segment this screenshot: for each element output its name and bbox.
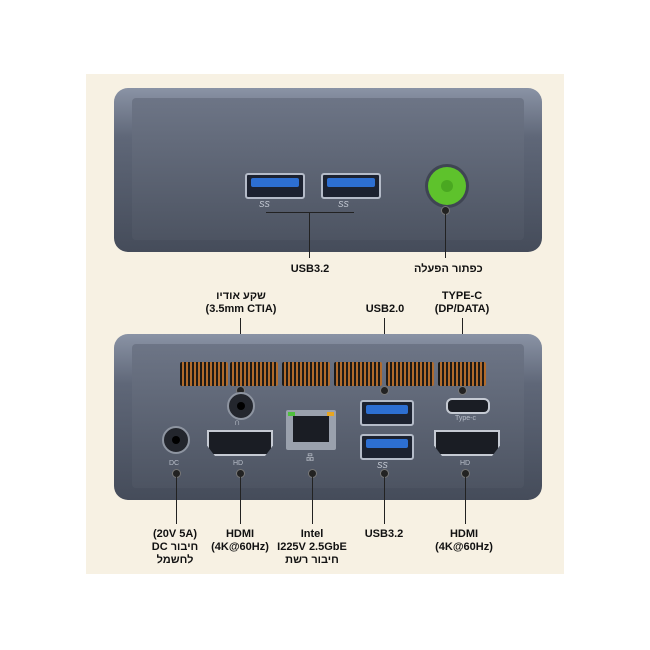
typec-port (446, 398, 490, 414)
power-label: כפתור הפעלה (414, 263, 483, 275)
audio-label: שקע אודיו(3.5mm CTIA) (205, 290, 277, 315)
vent-2 (230, 362, 278, 386)
audio-jack (227, 392, 255, 420)
usb-port-left (245, 173, 305, 199)
dc-leader-line (176, 476, 177, 524)
headphone-icon: ∩ (234, 417, 241, 427)
usb32-leader-line (384, 476, 385, 524)
ss-mark-right: SS (338, 200, 349, 209)
hdmi-port-right (434, 430, 500, 456)
typec-dot (458, 386, 467, 395)
usb-port-right (321, 173, 381, 199)
usb20-dot (380, 386, 389, 395)
dc-mark: DC (169, 460, 180, 467)
hdmi-port-left (207, 430, 273, 456)
ethernet-leader-line (312, 476, 313, 524)
vent-4 (334, 362, 382, 386)
typec-mark: Type-c (455, 415, 477, 422)
usb32-port-upper (360, 400, 414, 426)
usb20-label: USB2.0 (365, 303, 405, 315)
hdmi-right-label: HDMI(4K@60Hz) (435, 528, 493, 553)
network-icon: 品 (306, 453, 314, 462)
vent-3 (282, 362, 330, 386)
ss-mark-left: SS (259, 200, 270, 209)
usb32-top-label: USB3.2 (290, 263, 330, 275)
vent-1 (180, 362, 228, 386)
device-front-view (114, 88, 542, 252)
power-button (428, 167, 466, 205)
vent-6 (438, 362, 486, 386)
hdmi-mark-right: HD (460, 460, 471, 467)
power-leader-line (445, 212, 446, 258)
hdmi-left-leader-line (240, 476, 241, 524)
usb-bracket-line (266, 212, 354, 213)
usb32-rear-label: USB3.2 (364, 528, 404, 540)
ethernet-port (286, 410, 336, 450)
hdmi-left-label: HDMI(4K@60Hz) (211, 528, 269, 553)
hdmi-right-leader-line (465, 476, 466, 524)
dc-jack (162, 426, 190, 454)
usb32-port-lower (360, 434, 414, 460)
hdmi-mark-left: HD (233, 460, 244, 467)
vent-5 (386, 362, 434, 386)
typec-label: TYPE-C(DP/DATA) (434, 290, 490, 315)
usb32-mark: SS (377, 461, 388, 470)
usb-leader-line (309, 212, 310, 258)
